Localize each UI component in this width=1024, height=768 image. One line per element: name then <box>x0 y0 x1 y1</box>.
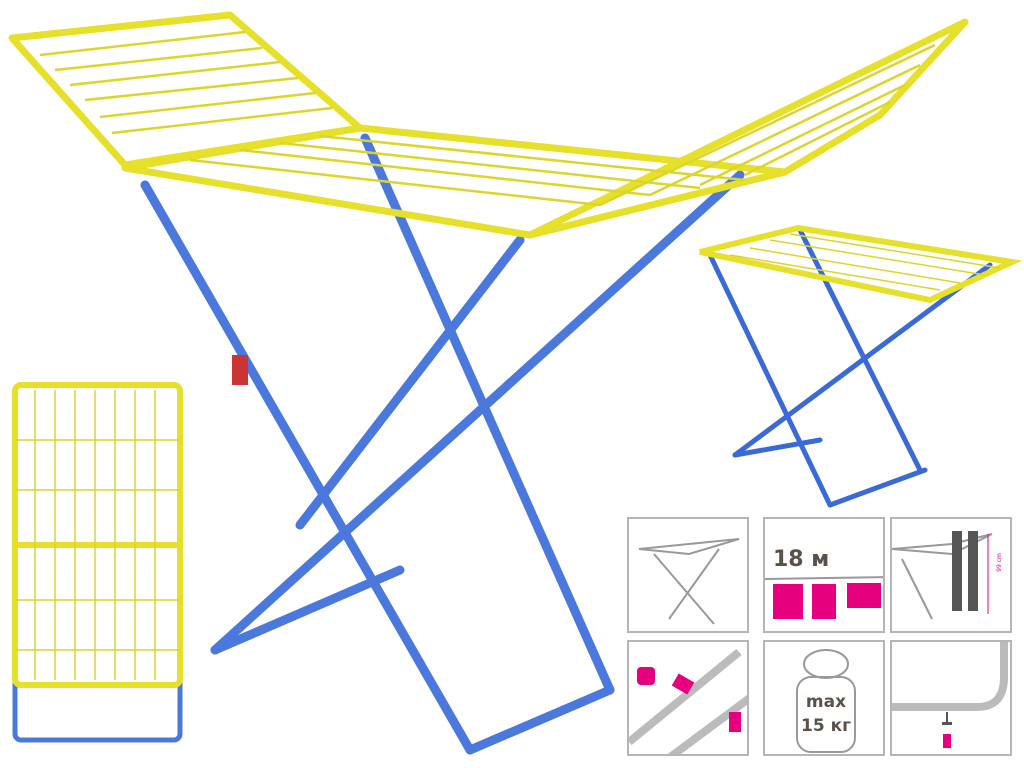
feature-foot-caps <box>890 640 1012 756</box>
max-label: max <box>805 692 847 712</box>
height-label: 99 cm <box>995 553 1003 572</box>
foot-cap-icon <box>892 642 1008 748</box>
feature-height: 99 cm <box>890 517 1012 633</box>
feature-max-weight: max 15 кг <box>763 640 885 756</box>
weight-icon <box>796 649 856 753</box>
feature-lock <box>627 640 749 756</box>
feature-line-length: 18 м <box>763 517 885 633</box>
lock-icon <box>629 648 747 754</box>
main-dryer-rails <box>39 30 936 207</box>
side-dryer <box>699 224 1023 508</box>
max-weight-value: 15 кг <box>801 716 851 736</box>
main-dryer-legs <box>140 133 745 755</box>
feature-wings-fold <box>627 517 749 633</box>
main-dryer-frame <box>8 11 969 239</box>
line-length-label: 18 м <box>773 547 830 572</box>
clothes-icon <box>765 576 883 619</box>
folded-dryer <box>12 382 183 743</box>
lock-clip <box>232 355 248 385</box>
